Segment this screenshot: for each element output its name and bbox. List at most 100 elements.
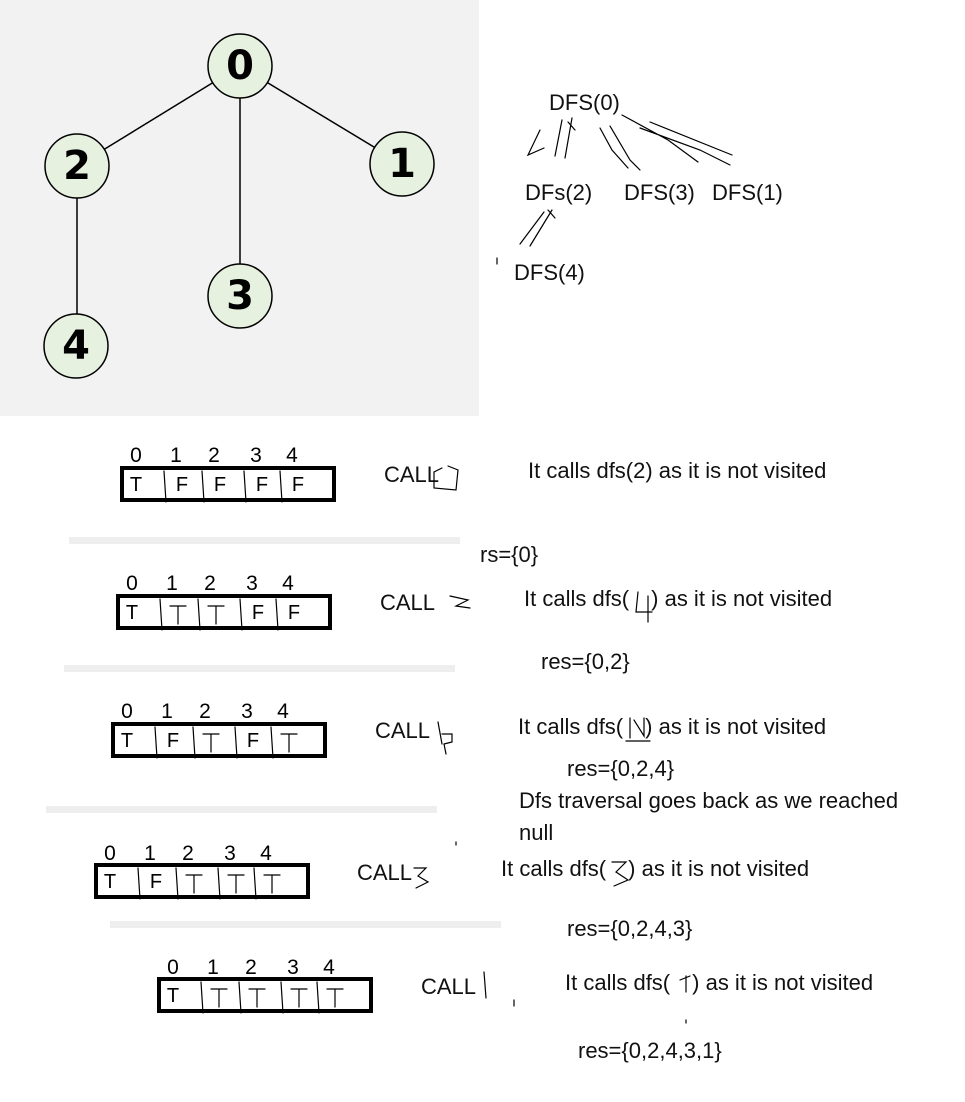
array-index: 2 <box>204 572 216 595</box>
cell-divider <box>197 598 201 631</box>
step-3-note-line2: null <box>519 820 553 845</box>
cell-divider <box>239 598 243 631</box>
cell-divider <box>200 981 204 1014</box>
cell-divider <box>159 598 163 631</box>
array-cell: T <box>167 985 179 1007</box>
tree-node-dfs4: DFS(4) <box>514 260 585 285</box>
cell-scribble <box>326 988 344 1008</box>
array-index: 4 <box>260 842 272 865</box>
call-arg-scribble <box>433 465 459 491</box>
desc-start: It calls dfs( <box>518 714 624 739</box>
array-index: 1 <box>170 444 182 467</box>
cell-divider <box>253 867 257 900</box>
array-index: 3 <box>224 842 236 865</box>
graph-node-2: 2 <box>44 133 110 199</box>
array-index: 3 <box>246 572 258 595</box>
tree-node-dfs1: DFS(1) <box>712 180 783 205</box>
separator <box>64 665 455 672</box>
call-arg-scribble <box>449 595 471 609</box>
array-index: 0 <box>126 572 138 595</box>
array-index: 3 <box>250 444 262 467</box>
cell-divider <box>217 867 221 900</box>
call-arg-scribble <box>483 971 515 1007</box>
cell-divider <box>175 867 179 900</box>
array-cell: F <box>150 871 162 893</box>
cell-divider <box>279 470 283 503</box>
step-1-desc: It calls dfs(2) as it is not visited <box>528 458 826 483</box>
array-cell: T <box>130 474 142 496</box>
cell-divider <box>137 867 141 900</box>
array-cell: T <box>104 871 116 893</box>
call-arg-scribble <box>437 721 453 755</box>
call-label: CALL <box>375 718 430 743</box>
separator <box>69 537 460 544</box>
array-index: 1 <box>144 842 156 865</box>
array-index: 1 <box>161 700 173 723</box>
step-5-desc: It calls dfs( ) as it is not visited <box>565 970 873 995</box>
dfs-call-tree: DFS(0) DFs(2) DFS(3) DFS(1) DFS(4) <box>496 90 783 285</box>
array-index: 3 <box>241 700 253 723</box>
array-cell: F <box>252 602 264 624</box>
array-cell: F <box>247 730 259 752</box>
array-index: 2 <box>199 700 211 723</box>
desc-end: ) as it is not visited <box>628 856 809 881</box>
visited-array-box <box>94 863 310 899</box>
node-label: 0 <box>226 43 254 89</box>
array-index: 1 <box>207 956 219 979</box>
graph-node-3: 3 <box>207 263 273 329</box>
desc-start: It calls dfs( <box>565 970 671 995</box>
array-cell: F <box>214 474 226 496</box>
desc-start: It calls dfs( <box>501 856 607 881</box>
tree-root: DFS(0) <box>549 90 620 115</box>
step-3-res: res={0,2,4} <box>567 756 674 781</box>
cell-scribble <box>210 988 228 1008</box>
cell-divider <box>154 726 158 759</box>
array-cell: F <box>292 474 304 496</box>
cell-divider <box>192 726 196 759</box>
step-3-note-line1: Dfs traversal goes back as we reached <box>519 788 898 813</box>
visited-array-box <box>157 977 373 1013</box>
cell-divider <box>316 981 320 1014</box>
tree-node-dfs2: DFs(2) <box>525 180 592 205</box>
array-cell: F <box>256 474 268 496</box>
array-index: 4 <box>282 572 294 595</box>
graph-node-4: 4 <box>43 313 109 379</box>
step-3-desc: It calls dfs( ) as it is not visited <box>518 714 826 739</box>
cell-scribble <box>185 874 203 894</box>
step-4-res: res={0,2,4,3} <box>567 916 692 941</box>
step-2-res: res={0,2} <box>541 649 630 674</box>
separator <box>46 806 437 813</box>
call-arg-scribble <box>413 867 430 889</box>
cell-scribble <box>202 733 220 753</box>
array-index: 2 <box>208 444 220 467</box>
array-index: 0 <box>121 700 133 723</box>
cell-divider <box>163 470 167 503</box>
array-cell: F <box>167 730 179 752</box>
visited-array-box <box>116 594 332 630</box>
array-index: 1 <box>166 572 178 595</box>
call-label: CALL <box>357 860 412 885</box>
call-label: CALL <box>380 590 435 615</box>
graph-node-1: 1 <box>369 131 435 197</box>
visited-array-box <box>120 466 336 502</box>
desc-end: ) as it is not visited <box>645 714 826 739</box>
array-index: 2 <box>182 842 194 865</box>
desc-end: ) as it is not visited <box>692 970 873 995</box>
node-label: 2 <box>63 143 91 189</box>
call-label: CALL <box>421 974 476 999</box>
node-label: 1 <box>388 141 416 187</box>
array-cell: T <box>121 730 133 752</box>
tree-node-dfs3: DFS(3) <box>624 180 695 205</box>
step-1-res: rs={0} <box>480 542 538 567</box>
array-index: 3 <box>287 956 299 979</box>
array-index: 4 <box>323 956 335 979</box>
cell-scribble <box>263 874 281 894</box>
array-index: 0 <box>167 956 179 979</box>
cell-divider <box>234 726 238 759</box>
